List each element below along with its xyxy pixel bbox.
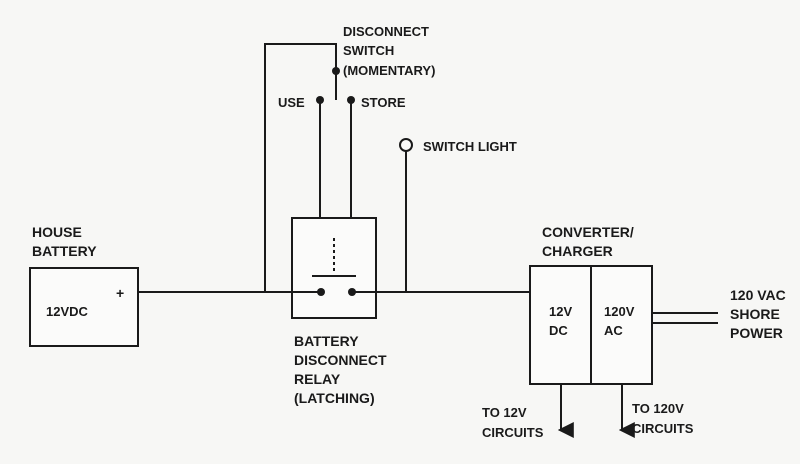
to-120v-label-line1: TO 120V [632,401,684,416]
store-label: STORE [361,95,406,110]
relay-label-line3: RELAY [294,371,341,387]
disconnect-switch-label-line1: DISCONNECT [343,24,429,39]
shore-power-label-line3: POWER [730,325,783,341]
ac-section-label-line2: AC [604,323,623,338]
relay-contact-right [348,288,356,296]
relay-contact-left [317,288,325,296]
battery-plus-terminal: + [116,285,124,301]
switch-light-indicator [399,138,413,152]
ac-section-label-line1: 120V [604,304,635,319]
house-battery-box [29,267,139,347]
to-12v-label-line1: TO 12V [482,405,527,420]
battery-voltage-label: 12VDC [46,304,89,319]
relay-label-line1: BATTERY [294,333,359,349]
dc-section-label-line1: 12V [549,304,572,319]
disconnect-switch-label-line2: SWITCH [343,43,394,58]
converter-label-line1: CONVERTER/ [542,224,634,240]
house-battery-label-line2: BATTERY [32,243,97,259]
shore-power-label-line1: 120 VAC [730,287,786,303]
dc-section-label-line2: DC [549,323,568,338]
to-12v-label-line2: CIRCUITS [482,425,544,440]
house-battery-label-line1: HOUSE [32,224,82,240]
converter-label-line2: CHARGER [542,243,613,259]
relay-label-line4: (LATCHING) [294,390,375,406]
relay-label-line2: DISCONNECT [294,352,387,368]
use-label: USE [278,95,305,110]
wire-switch-common [264,43,337,292]
to-120v-label-line2: CIRCUITS [632,421,694,436]
disconnect-switch-label-line3: (MOMENTARY) [343,63,435,78]
shore-power-label-line2: SHORE [730,306,780,322]
switch-light-label: SWITCH LIGHT [423,139,517,154]
